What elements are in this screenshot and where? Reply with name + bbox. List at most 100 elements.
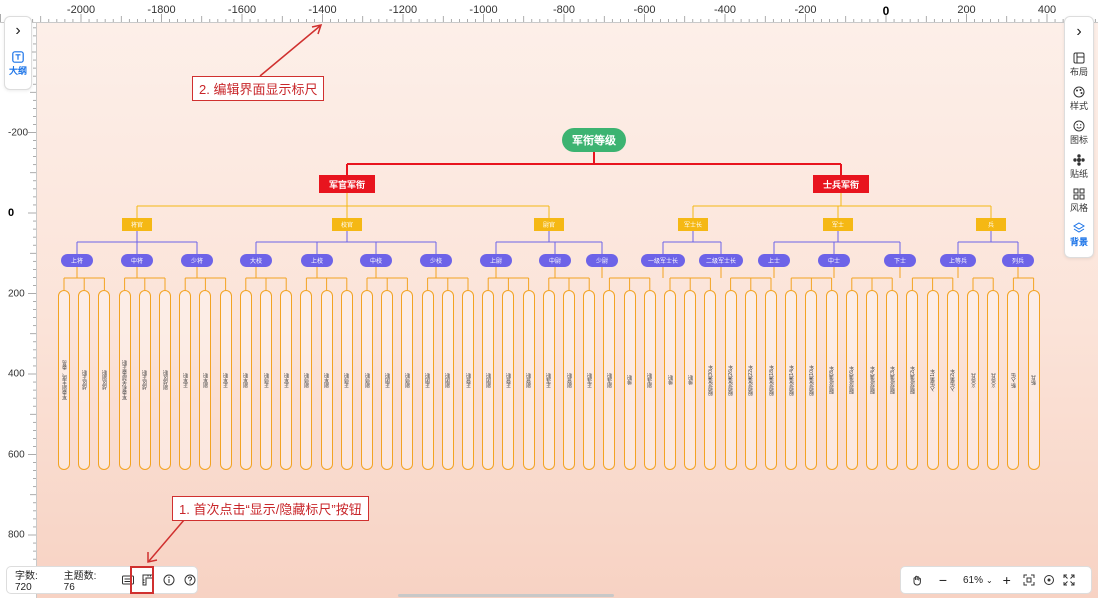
level2-node[interactable]: 军士 [823,217,853,231]
leaf-node[interactable]: 服现役满2年 [906,290,919,470]
zoom-out-button[interactable]: − [938,572,948,588]
leaf-node[interactable]: 服现役满22年 [744,290,757,470]
level2-node[interactable]: 军士长 [678,217,708,231]
level3-node[interactable]: 少尉 [586,253,618,267]
leaf-node[interactable]: 新兵 [1027,290,1040,470]
leaf-node[interactable]: 正师职 [260,290,272,470]
level3-node[interactable]: 上尉 [480,253,512,267]
leaf-node[interactable]: 正军职 [280,290,293,470]
leaf-node[interactable]: 军委机关部委正职 [118,290,131,470]
leaf-node[interactable]: 战区正职 [138,290,151,470]
icon-button[interactable]: 图标 [1065,115,1093,149]
leaf-node[interactable]: 服现役满6年 [845,290,858,470]
leaf-node[interactable]: 服现役满18年 [765,290,777,470]
leaf-node[interactable]: 副军职 [320,290,333,470]
leaf-node[interactable]: 副营职 [522,290,535,470]
level3-node[interactable]: 上将 [61,253,93,267]
leaf-node[interactable]: 副师职 [361,290,373,470]
level3-node[interactable]: 二级军士长 [699,253,743,267]
background-button[interactable]: 背景 [1065,217,1093,251]
level3-node[interactable]: 中尉 [539,253,571,267]
level2-node[interactable]: 校官 [332,217,362,231]
leaf-node[interactable]: 正军职 [179,290,192,470]
level3-node[interactable]: 上等兵 [940,253,976,267]
leaf-node[interactable]: 服现役满30年 [704,290,717,470]
info-icon [163,574,175,586]
zoom-level[interactable]: 61% [963,574,984,586]
leaf-node[interactable]: 副军职 [239,290,252,470]
leaf-node[interactable]: 军委副主席、委员 [58,290,70,470]
locate-button[interactable] [1041,572,1057,588]
leaf-node[interactable]: 服现役满3年 [886,290,899,470]
leaf-node[interactable]: 副军职 [199,290,212,470]
top-ruler-label: -800 [552,4,576,16]
leaf-node[interactable]: 服现役满10年 [805,290,818,470]
leaf-node[interactable]: 正军职 [219,290,232,470]
leaf-node[interactable]: 义务兵 [967,290,979,470]
leaf-node[interactable]: 副战区职 [159,290,171,470]
sticker-button[interactable]: 贴纸 [1065,149,1093,183]
zoom-in-button[interactable]: + [1002,572,1011,588]
level3-node[interactable]: 中将 [121,253,153,267]
leaf-node[interactable]: 战区副职 [98,290,111,470]
leaf-node[interactable]: 排职 [664,290,676,470]
outline-button[interactable]: 大纲 [5,45,31,81]
fullscreen-button[interactable] [1061,572,1077,588]
level2-node[interactable]: 兵 [976,217,1006,231]
leaf-node[interactable]: 正营职 [502,290,515,470]
leaf-node[interactable]: 排职 [623,290,636,470]
level3-node[interactable]: 上校 [301,253,333,267]
leaf-node[interactable]: 正师职 [340,290,353,470]
annotation-step1: 1. 首次点击“显示/隐藏标尺”按钮 [172,496,369,521]
left-ruler-label: 0 [8,207,15,219]
info-button[interactable] [162,572,177,588]
fit-screen-button[interactable] [1021,572,1037,588]
leaf-node[interactable]: 入伍第2年 [946,290,959,470]
leaf-node[interactable]: 服现役满14年 [785,290,798,470]
leaf-node[interactable]: 正营职 [462,290,474,470]
leaf-node[interactable]: 义务兵 [987,290,1000,470]
leaf-node[interactable]: 副团职 [441,290,454,470]
level3-node[interactable]: 上士 [758,253,790,267]
level3-node[interactable]: 大校 [240,253,272,267]
leaf-node[interactable]: 服现役满26年 [724,290,737,470]
expand-icon [1063,574,1075,586]
level2-node[interactable]: 将官 [122,217,152,231]
level3-node[interactable]: 中校 [360,253,392,267]
leaf-node[interactable]: 正连职 [542,290,555,470]
help-button[interactable] [182,572,197,588]
leaf-node[interactable]: 副师职 [401,290,414,470]
level2-node[interactable]: 尉官 [534,217,564,231]
leaf-node[interactable]: 新入伍 [1007,290,1020,470]
level3-node[interactable]: 少将 [181,253,213,267]
level3-node[interactable]: 下士 [884,253,916,267]
leaf-node[interactable]: 服现役满8年 [825,290,838,470]
level1-node[interactable]: 士兵军衔 [813,175,869,193]
leaf-node[interactable]: 副连职 [603,290,616,470]
level1-node[interactable]: 军官军衔 [319,175,375,193]
horizontal-scrollbar[interactable] [398,594,614,597]
root-node[interactable]: 军衔等级 [562,128,626,152]
leaf-node[interactable]: 副师职 [300,290,313,470]
leaf-node[interactable]: 副团职 [482,290,495,470]
leaf-node[interactable]: 副连职 [643,290,656,470]
leaf-node[interactable]: 排职 [684,290,697,470]
leaf-node[interactable]: 副营职 [563,290,575,470]
expand-right-button[interactable]: › [1065,17,1093,47]
leaf-node[interactable]: 正团职 [381,290,394,470]
leaf-node[interactable]: 战区正职 [78,290,91,470]
layout-button[interactable]: 布局 [1065,47,1093,81]
style-button[interactable]: 样式 [1065,81,1093,115]
theme-button[interactable]: 风格 [1065,183,1093,217]
leaf-node[interactable]: 正连职 [583,290,596,470]
chevron-down-icon[interactable]: ⌄ [986,575,993,585]
level3-node[interactable]: 少校 [420,253,452,267]
level3-node[interactable]: 一级军士长 [641,253,685,267]
leaf-node[interactable]: 服现役满4年 [866,290,878,470]
expand-left-button[interactable]: › [5,17,31,45]
level3-node[interactable]: 列兵 [1002,253,1034,267]
leaf-node[interactable]: 入伍第1年 [926,290,939,470]
pan-hand-button[interactable] [909,572,925,588]
level3-node[interactable]: 中士 [818,253,850,267]
leaf-node[interactable]: 正团职 [421,290,434,470]
